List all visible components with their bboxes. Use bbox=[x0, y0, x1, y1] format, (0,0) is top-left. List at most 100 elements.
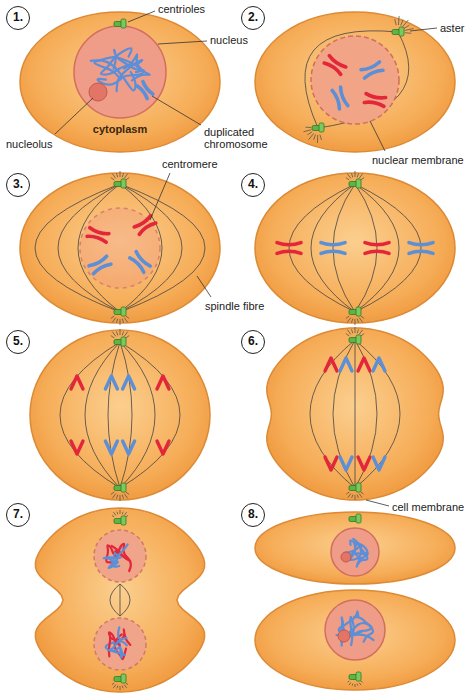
nucleus-shape bbox=[311, 36, 399, 124]
centriole bbox=[114, 179, 126, 188]
aster-ray bbox=[347, 330, 351, 335]
aster-ray bbox=[113, 512, 115, 515]
centriole-barrel bbox=[319, 123, 324, 132]
spindle-fibre bbox=[333, 340, 355, 488]
nucleolus-shape bbox=[89, 83, 107, 101]
chromosome bbox=[321, 243, 345, 254]
aster-ray bbox=[120, 510, 121, 514]
nucleus-shape bbox=[94, 618, 146, 670]
aster-ray bbox=[347, 174, 351, 179]
chromatid bbox=[93, 263, 111, 274]
part-label: nuclear membrane bbox=[372, 154, 464, 166]
centriole bbox=[349, 514, 361, 523]
step-number: 7. bbox=[13, 508, 23, 521]
chromatin-strand bbox=[109, 544, 128, 568]
aster-ray bbox=[357, 684, 359, 686]
step-number: 4. bbox=[248, 178, 258, 191]
aster-ray bbox=[116, 331, 117, 335]
cell-body bbox=[267, 328, 443, 500]
cell-body bbox=[30, 330, 210, 500]
aster-ray bbox=[122, 331, 123, 335]
chromatid bbox=[123, 441, 135, 454]
aster-ray bbox=[122, 173, 123, 177]
chromatin-strand bbox=[108, 638, 126, 655]
centriole bbox=[114, 307, 126, 316]
aster-ray bbox=[405, 29, 414, 31]
spindle-fibre bbox=[333, 184, 355, 312]
aster-ray bbox=[355, 319, 356, 325]
centriole-barrel bbox=[356, 672, 361, 681]
aster-ray bbox=[359, 330, 363, 335]
chromosome bbox=[364, 94, 385, 107]
chromatid bbox=[325, 358, 337, 371]
step-number-circle: 3. bbox=[6, 173, 30, 197]
spindle-fibre bbox=[60, 342, 120, 488]
spindle-fibre bbox=[355, 184, 421, 312]
aster-ray bbox=[111, 316, 114, 318]
cell-body bbox=[35, 508, 204, 692]
aster-ray bbox=[124, 332, 128, 337]
chromosome bbox=[87, 228, 109, 243]
centriole-barrel bbox=[121, 483, 126, 492]
centriole bbox=[392, 27, 404, 36]
aster-ray bbox=[355, 684, 356, 687]
aster-ray bbox=[126, 515, 128, 517]
part-label: nucleus bbox=[210, 34, 248, 46]
centriole-barrel bbox=[121, 179, 126, 188]
step-number-circle: 5. bbox=[6, 330, 30, 354]
aster-ray bbox=[116, 173, 117, 177]
aster-ray bbox=[359, 683, 361, 685]
aster-ray bbox=[116, 319, 117, 323]
step-number: 1. bbox=[13, 11, 23, 24]
step-number-circle: 7. bbox=[6, 503, 30, 527]
nucleus-shape bbox=[94, 530, 146, 582]
leader-line bbox=[128, 11, 155, 22]
aster-ray bbox=[112, 332, 116, 337]
nucleolus-shape bbox=[341, 552, 351, 562]
aster-ray bbox=[348, 494, 351, 498]
chromosome bbox=[137, 81, 153, 98]
aster-ray bbox=[120, 319, 121, 325]
aster-ray bbox=[124, 174, 128, 179]
step-number-circle: 4. bbox=[241, 173, 265, 197]
aster-ray bbox=[124, 494, 128, 499]
chromosome bbox=[324, 56, 346, 75]
aster-ray bbox=[126, 178, 129, 180]
chromatid bbox=[105, 376, 117, 389]
leader-line bbox=[197, 276, 211, 297]
centriole-barrel bbox=[121, 516, 126, 525]
part-label: cell membrane bbox=[392, 501, 464, 513]
aster-ray bbox=[355, 495, 356, 500]
chromosome bbox=[365, 243, 389, 254]
aster-ray bbox=[361, 492, 364, 494]
centriole bbox=[349, 335, 361, 344]
part-label: cytoplasm bbox=[93, 123, 147, 135]
aster-ray bbox=[120, 686, 121, 690]
chromatid bbox=[373, 358, 385, 371]
aster-ray bbox=[116, 495, 117, 499]
aster-ray bbox=[357, 495, 358, 498]
aster-ray bbox=[355, 327, 356, 333]
chromatid bbox=[358, 457, 370, 470]
centriole-barrel bbox=[121, 19, 126, 28]
spindle-fibre bbox=[355, 184, 377, 312]
aster-ray bbox=[112, 494, 116, 499]
aster-ray bbox=[361, 681, 363, 682]
centriole-barrel bbox=[121, 307, 126, 316]
cell-body bbox=[255, 590, 455, 690]
aster-ray bbox=[124, 318, 128, 323]
chromatid bbox=[358, 358, 370, 371]
cell-body bbox=[20, 173, 220, 323]
step-number: 3. bbox=[13, 178, 23, 191]
chromatid bbox=[71, 441, 83, 454]
nucleus-shape bbox=[325, 600, 385, 660]
spindle-fibre bbox=[355, 340, 377, 488]
step-number: 6. bbox=[248, 335, 258, 348]
chromatid bbox=[340, 457, 352, 470]
spindle-fibre bbox=[305, 31, 398, 128]
centriole-barrel bbox=[399, 27, 404, 36]
centriole-barrel bbox=[356, 335, 361, 344]
aster-ray bbox=[359, 494, 362, 498]
